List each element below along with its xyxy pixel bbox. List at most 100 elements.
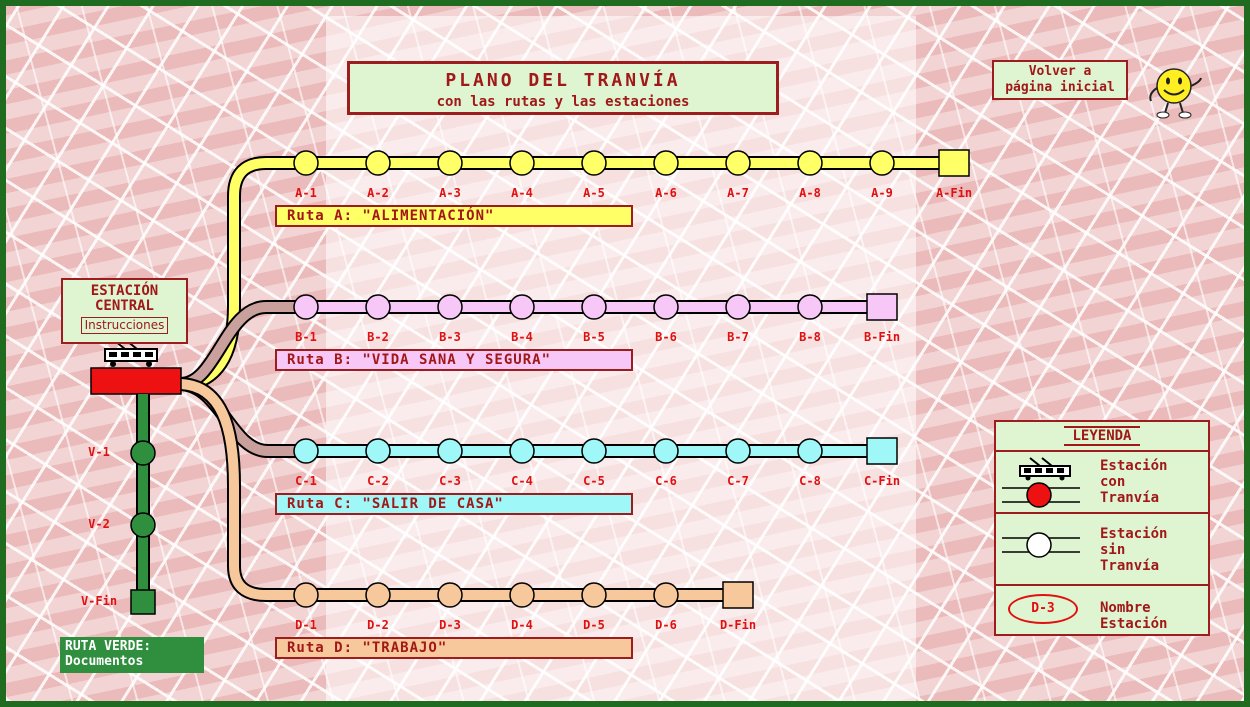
station-label-b-1[interactable]: B-1	[295, 330, 317, 344]
station-label-b-fin[interactable]: B-Fin	[863, 330, 901, 344]
station-c-fin[interactable]	[866, 437, 898, 465]
smiley-icon[interactable]	[1144, 64, 1204, 120]
station-label-a-2[interactable]: A-2	[367, 186, 389, 200]
station-a-4[interactable]	[509, 150, 535, 176]
station-a-3[interactable]	[437, 150, 463, 176]
station-d-3[interactable]	[437, 582, 463, 608]
station-label-c-5[interactable]: C-5	[583, 474, 605, 488]
route-b-label[interactable]: Ruta B: "VIDA SANA Y SEGURA"	[275, 349, 633, 371]
station-c-8[interactable]	[797, 438, 823, 464]
station-b-8[interactable]	[797, 294, 823, 320]
green-route-label[interactable]: RUTA VERDE: Documentos	[60, 637, 204, 673]
station-d-fin[interactable]	[722, 581, 754, 609]
station-label-a-fin[interactable]: A-Fin	[935, 186, 973, 200]
station-label-a-1[interactable]: A-1	[295, 186, 317, 200]
home-link-line2: página inicial	[1005, 80, 1115, 95]
station-label-a-9[interactable]: A-9	[871, 186, 893, 200]
route-d-label[interactable]: Ruta D: "TRABAJO"	[275, 637, 633, 659]
station-a-9[interactable]	[869, 150, 895, 176]
station-label-c-fin[interactable]: C-Fin	[863, 474, 901, 488]
station-label-v-fin[interactable]: V-Fin	[80, 594, 118, 608]
station-label-a-6[interactable]: A-6	[655, 186, 677, 200]
station-label-d-4[interactable]: D-4	[511, 618, 533, 632]
station-label-c-8[interactable]: C-8	[799, 474, 821, 488]
legend-sample-name-oval: D-3	[1008, 594, 1078, 624]
station-a-5[interactable]	[581, 150, 607, 176]
legend-divider	[996, 450, 1208, 452]
station-label-d-fin[interactable]: D-Fin	[719, 618, 757, 632]
station-d-2[interactable]	[365, 582, 391, 608]
central-station-line2: CENTRAL	[94, 298, 154, 314]
station-b-7[interactable]	[725, 294, 751, 320]
central-station-block[interactable]	[90, 367, 182, 395]
page-title: PLANO DEL TRANVÍA	[445, 70, 681, 91]
station-label-d-6[interactable]: D-6	[655, 618, 677, 632]
station-label-a-5[interactable]: A-5	[583, 186, 605, 200]
station-d-1[interactable]	[293, 582, 319, 608]
station-v-fin[interactable]	[130, 589, 156, 615]
station-label-d-5[interactable]: D-5	[583, 618, 605, 632]
station-b-5[interactable]	[581, 294, 607, 320]
station-label-a-7[interactable]: A-7	[727, 186, 749, 200]
station-label-b-6[interactable]: B-6	[655, 330, 677, 344]
station-b-1[interactable]	[293, 294, 319, 320]
station-label-a-4[interactable]: A-4	[511, 186, 533, 200]
station-label-b-8[interactable]: B-8	[799, 330, 821, 344]
station-label-c-6[interactable]: C-6	[655, 474, 677, 488]
station-label-b-5[interactable]: B-5	[583, 330, 605, 344]
station-label-a-8[interactable]: A-8	[799, 186, 821, 200]
station-label-c-4[interactable]: C-4	[511, 474, 533, 488]
station-d-4[interactable]	[509, 582, 535, 608]
station-a-fin[interactable]	[938, 149, 970, 177]
station-label-c-3[interactable]: C-3	[439, 474, 461, 488]
station-c-7[interactable]	[725, 438, 751, 464]
station-label-a-3[interactable]: A-3	[439, 186, 461, 200]
station-a-2[interactable]	[365, 150, 391, 176]
legend-with-tram-line2: con	[1100, 474, 1126, 490]
station-c-4[interactable]	[509, 438, 535, 464]
station-b-fin[interactable]	[866, 293, 898, 321]
route-c-label[interactable]: Ruta C: "SALIR DE CASA"	[275, 493, 633, 515]
legend-divider	[996, 512, 1208, 514]
legend-panel: LEYENDA Estación con Tranvía	[994, 420, 1210, 636]
station-label-d-1[interactable]: D-1	[295, 618, 317, 632]
station-d-5[interactable]	[581, 582, 607, 608]
station-label-b-4[interactable]: B-4	[511, 330, 533, 344]
station-a-7[interactable]	[725, 150, 751, 176]
station-label-d-2[interactable]: D-2	[367, 618, 389, 632]
station-b-3[interactable]	[437, 294, 463, 320]
route-d-connector	[180, 379, 296, 600]
plain-station-icon	[1002, 532, 1080, 558]
station-label-b-3[interactable]: B-3	[439, 330, 461, 344]
station-label-c-2[interactable]: C-2	[367, 474, 389, 488]
station-c-6[interactable]	[653, 438, 679, 464]
station-label-b-7[interactable]: B-7	[727, 330, 749, 344]
central-station-line1: ESTACIÓN	[90, 283, 159, 299]
station-v-1[interactable]	[130, 440, 156, 466]
home-link[interactable]: Volver a página inicial	[992, 60, 1128, 100]
station-label-v-1[interactable]: V-1	[88, 445, 110, 459]
station-d-6[interactable]	[653, 582, 679, 608]
station-c-2[interactable]	[365, 438, 391, 464]
instructions-link[interactable]: Instrucciones	[80, 317, 169, 334]
station-a-1[interactable]	[293, 150, 319, 176]
title-box: PLANO DEL TRANVÍA con las rutas y las es…	[347, 61, 779, 115]
green-route-label-line2: Documentos	[65, 654, 144, 669]
station-a-8[interactable]	[797, 150, 823, 176]
legend-title-wrap: LEYENDA	[996, 426, 1208, 446]
station-label-b-2[interactable]: B-2	[367, 330, 389, 344]
station-label-c-7[interactable]: C-7	[727, 474, 749, 488]
station-c-1[interactable]	[293, 438, 319, 464]
station-v-2[interactable]	[130, 512, 156, 538]
station-label-c-1[interactable]: C-1	[295, 474, 317, 488]
station-b-2[interactable]	[365, 294, 391, 320]
route-a-label[interactable]: Ruta A: "ALIMENTACIÓN"	[275, 205, 633, 227]
station-b-6[interactable]	[653, 294, 679, 320]
station-label-d-3[interactable]: D-3	[439, 618, 461, 632]
station-c-3[interactable]	[437, 438, 463, 464]
station-c-5[interactable]	[581, 438, 607, 464]
station-b-4[interactable]	[509, 294, 535, 320]
station-a-6[interactable]	[653, 150, 679, 176]
station-label-v-2[interactable]: V-2	[88, 517, 110, 531]
